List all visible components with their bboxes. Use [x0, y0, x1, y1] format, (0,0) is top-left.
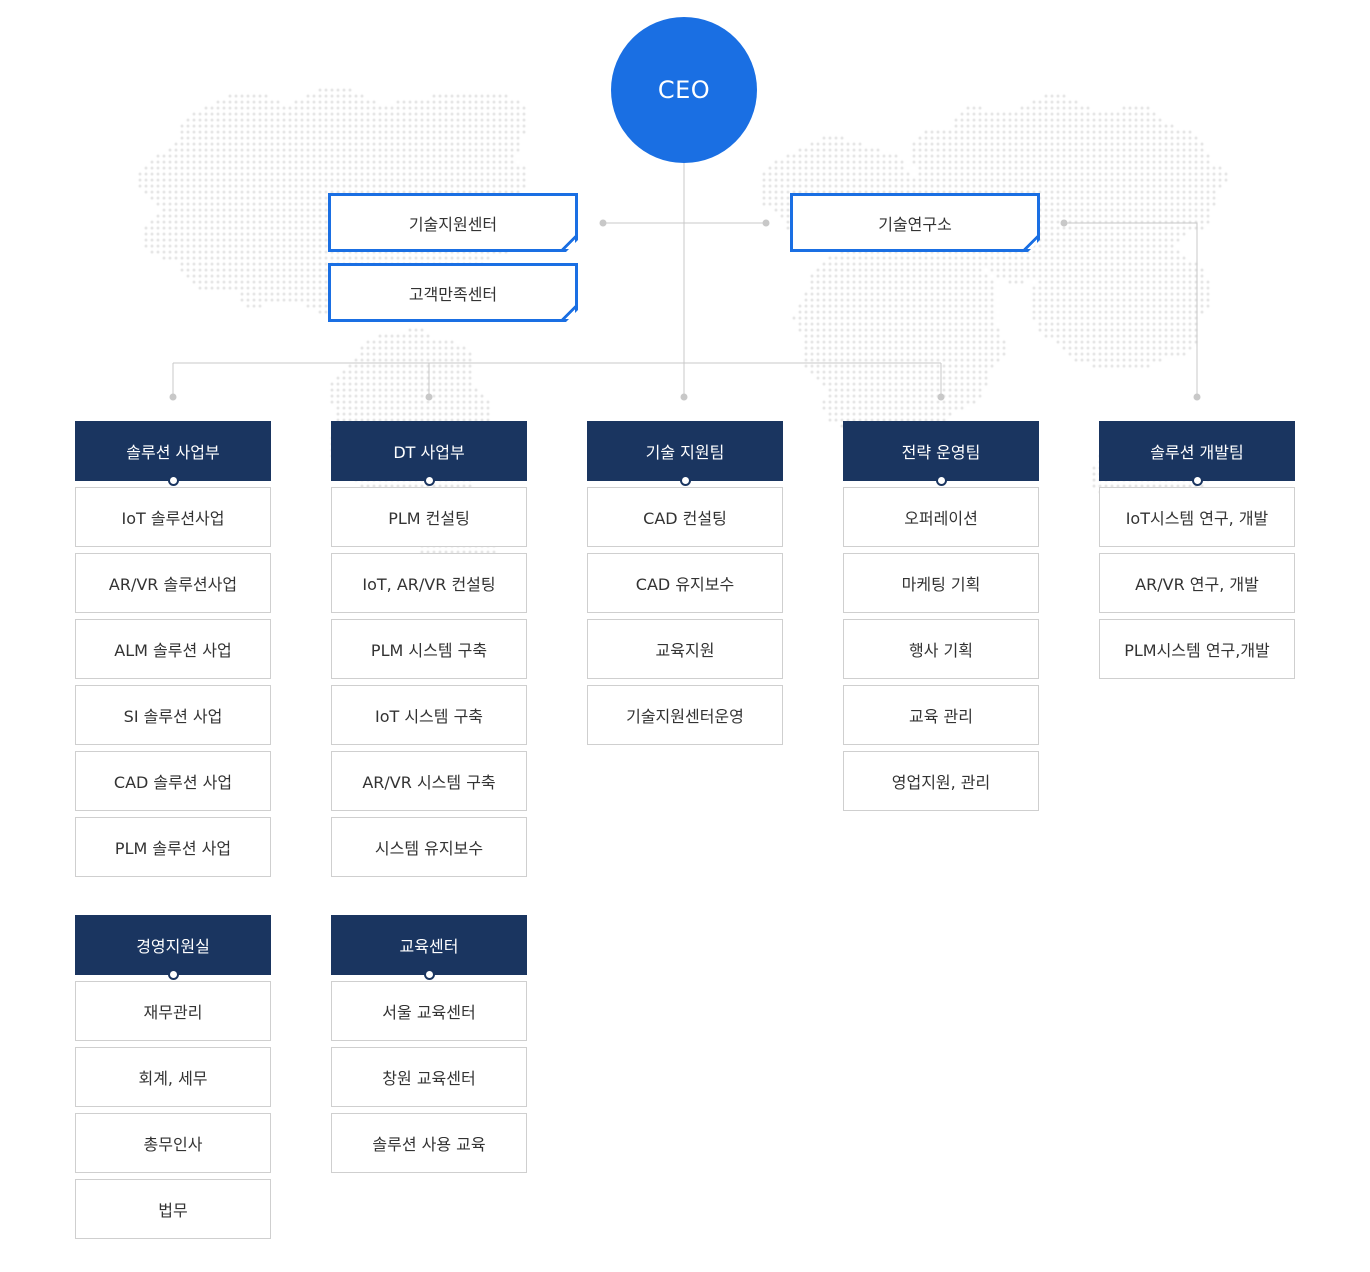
dept-title: 기술 지원팀: [645, 443, 725, 462]
dept-item: 마케팅 기획: [843, 553, 1039, 613]
dept-item: SI 솔루션 사업: [75, 685, 271, 745]
dept-management-support: 경영지원실 재무관리 회계, 세무 총무인사 법무: [75, 915, 271, 1239]
dept-title: 솔루션 사업부: [126, 443, 220, 462]
tech-support-center-label: 기술지원센터: [408, 214, 498, 234]
dept-item: 기술지원센터운영: [587, 685, 783, 745]
dept-header: DT 사업부: [331, 421, 527, 486]
dept-item: 영업지원, 관리: [843, 751, 1039, 811]
dept-item: PLM 솔루션 사업: [75, 817, 271, 877]
tech-support-center-box: 기술지원센터: [328, 193, 578, 252]
dept-header: 솔루션 사업부: [75, 421, 271, 486]
dept-item: AR/VR 시스템 구축: [331, 751, 527, 811]
ceo-label: CEO: [657, 76, 711, 104]
dept-item: CAD 솔루션 사업: [75, 751, 271, 811]
dept-header: 전략 운영팀: [843, 421, 1039, 486]
dept-item: 오퍼레이션: [843, 487, 1039, 547]
dept-item: 행사 기획: [843, 619, 1039, 679]
dept-item: IoT, AR/VR 컨설팅: [331, 553, 527, 613]
dept-title: 솔루션 개발팀: [1150, 443, 1244, 462]
research-lab-box: 기술연구소: [790, 193, 1040, 252]
dept-item: IoT시스템 연구, 개발: [1099, 487, 1295, 547]
dept-header: 경영지원실: [75, 915, 271, 980]
ceo-node: CEO: [611, 17, 757, 163]
dept-header: 교육센터: [331, 915, 527, 980]
dept-item: 총무인사: [75, 1113, 271, 1173]
dept-item: CAD 유지보수: [587, 553, 783, 613]
research-lab-label: 기술연구소: [878, 214, 952, 234]
dept-solution-business: 솔루션 사업부 IoT 솔루션사업 AR/VR 솔루션사업 ALM 솔루션 사업…: [75, 421, 271, 877]
dept-item: AR/VR 연구, 개발: [1099, 553, 1295, 613]
dept-item: 법무: [75, 1179, 271, 1239]
dept-item: 회계, 세무: [75, 1047, 271, 1107]
dept-education-center: 교육센터 서울 교육센터 창원 교육센터 솔루션 사용 교육: [331, 915, 527, 1173]
dept-title: 교육센터: [399, 937, 459, 956]
dept-item: ALM 솔루션 사업: [75, 619, 271, 679]
dept-item: PLM시스템 연구,개발: [1099, 619, 1295, 679]
dept-dt-business: DT 사업부 PLM 컨설팅 IoT, AR/VR 컨설팅 PLM 시스템 구축…: [331, 421, 527, 877]
dept-strategy-ops-team: 전략 운영팀 오퍼레이션 마케팅 기획 행사 기획 교육 관리 영업지원, 관리: [843, 421, 1039, 811]
dept-title: DT 사업부: [393, 443, 465, 462]
customer-center-box: 고객만족센터: [328, 263, 578, 322]
dept-item: IoT 솔루션사업: [75, 487, 271, 547]
dept-item: AR/VR 솔루션사업: [75, 553, 271, 613]
dept-item: PLM 컨설팅: [331, 487, 527, 547]
customer-center-label: 고객만족센터: [408, 284, 498, 304]
dept-solution-dev-team: 솔루션 개발팀 IoT시스템 연구, 개발 AR/VR 연구, 개발 PLM시스…: [1099, 421, 1295, 679]
dept-item: 교육 관리: [843, 685, 1039, 745]
dept-item: 서울 교육센터: [331, 981, 527, 1041]
dept-item: 시스템 유지보수: [331, 817, 527, 877]
dept-item: CAD 컨설팅: [587, 487, 783, 547]
dept-header: 솔루션 개발팀: [1099, 421, 1295, 486]
dept-item: 교육지원: [587, 619, 783, 679]
dept-title: 경영지원실: [136, 937, 210, 956]
dept-item: 창원 교육센터: [331, 1047, 527, 1107]
dept-tech-support-team: 기술 지원팀 CAD 컨설팅 CAD 유지보수 교육지원 기술지원센터운영: [587, 421, 783, 745]
dept-item: 솔루션 사용 교육: [331, 1113, 527, 1173]
dept-item: PLM 시스템 구축: [331, 619, 527, 679]
dept-item: 재무관리: [75, 981, 271, 1041]
dept-header: 기술 지원팀: [587, 421, 783, 486]
dept-item: IoT 시스템 구축: [331, 685, 527, 745]
dept-title: 전략 운영팀: [901, 443, 981, 462]
